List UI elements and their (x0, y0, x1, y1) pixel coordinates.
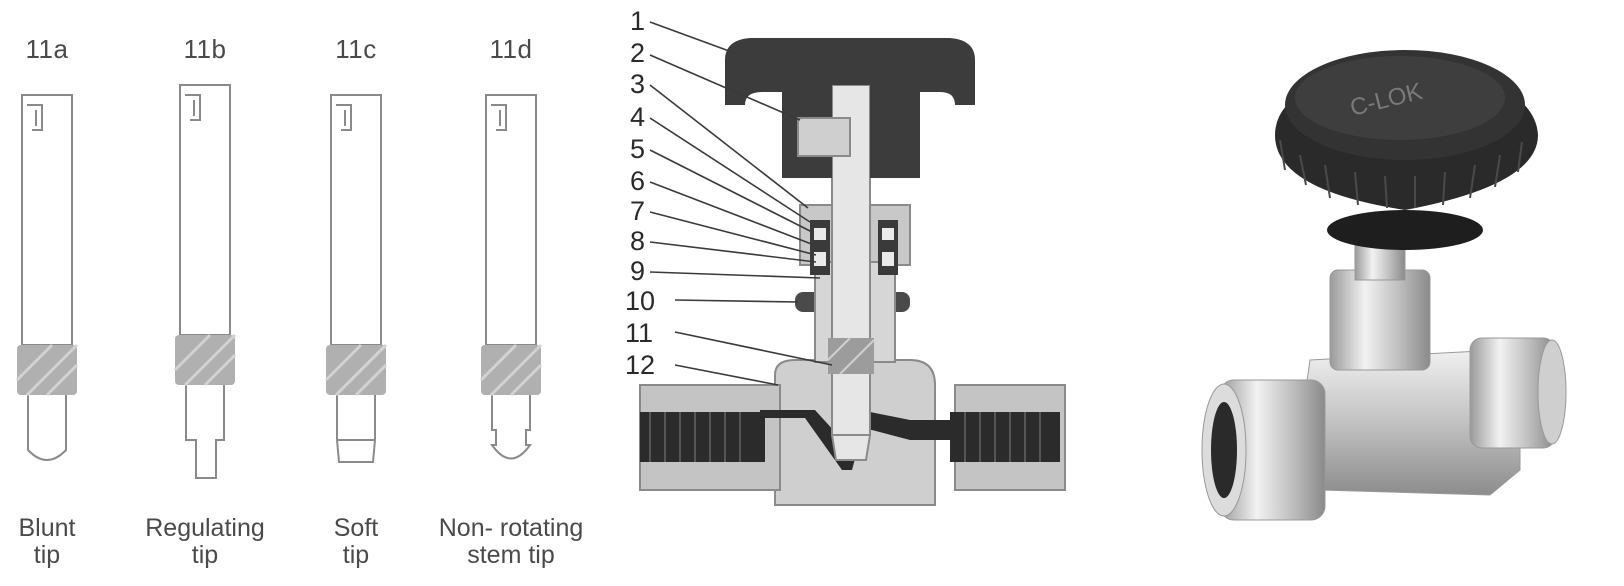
callout-9: 9 (630, 256, 645, 286)
stem-caption: Blunt tip (18, 514, 76, 569)
stem-caption: Non- rotating stem tip (438, 514, 584, 569)
stem-non-rotating-tip-drawing (479, 94, 543, 460)
stem-11d: 11d Non- rotating stem tip (436, 0, 586, 581)
callout-10: 10 (625, 286, 655, 316)
stem-blunt-tip-drawing (15, 94, 79, 461)
stem-code-label: 11d (489, 34, 533, 64)
callout-6: 6 (630, 166, 645, 196)
valve-photo-drawing: C-LOK (1201, 50, 1567, 521)
stem-11c: 11c Soft tip (281, 0, 431, 581)
callout-11: 11 (625, 318, 653, 348)
valve-product-photo: C-LOK (1200, 20, 1624, 560)
callout-8: 8 (630, 226, 645, 256)
valve-cross-section: 1 2 3 4 5 6 7 8 9 10 11 12 (620, 0, 1100, 581)
stem-11a: 11a Blunt tip (0, 0, 122, 581)
valve-section-drawing: 1 2 3 4 5 6 7 8 9 10 11 12 (625, 6, 1066, 506)
callout-2: 2 (630, 38, 645, 68)
stem-caption: Regulating tip (145, 514, 265, 569)
callout-3: 3 (630, 69, 645, 99)
callout-1: 1 (630, 6, 645, 36)
stem-code-label: 11c (335, 34, 377, 64)
callout-5: 5 (630, 134, 645, 164)
stem-caption: Soft tip (333, 514, 379, 569)
callout-12: 12 (625, 350, 655, 380)
callout-7: 7 (630, 196, 645, 226)
callout-4: 4 (630, 102, 645, 132)
stem-code-label: 11a (25, 34, 69, 64)
stem-soft-tip-drawing (324, 94, 388, 463)
stem-regulating-tip-drawing (173, 84, 237, 479)
stem-11b: 11b Regulating tip (130, 0, 280, 581)
stem-code-label: 11b (183, 34, 227, 64)
